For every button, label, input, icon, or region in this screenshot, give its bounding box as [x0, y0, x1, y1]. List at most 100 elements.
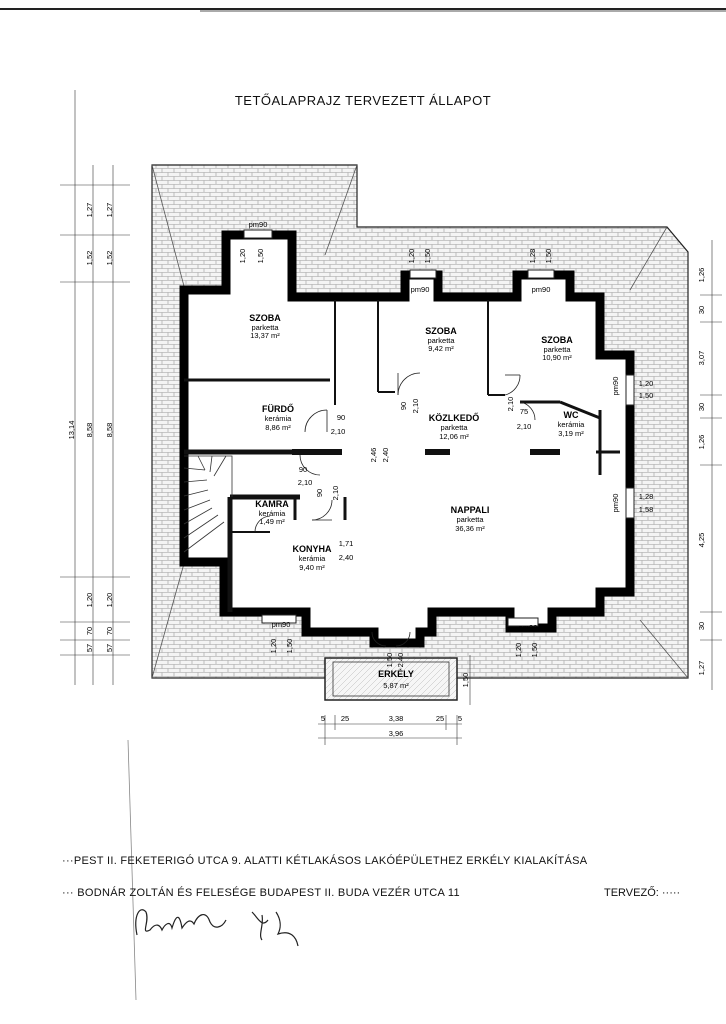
room-name: SZOBA [249, 313, 281, 323]
room-name: KONYHA [292, 544, 332, 554]
window-tag: pm90 [249, 220, 268, 229]
room-name: WC [564, 410, 579, 420]
footer-designer: TERVEZŐ: ····· [604, 887, 681, 899]
room-name: NAPPALI [451, 505, 490, 515]
dim-text: 3,07 [697, 351, 706, 366]
left-dimensions: 1,27 1,27 1,52 1,52 13,14 8,58 8,58 1,20… [67, 203, 114, 652]
window-tag: pm90 [532, 285, 551, 294]
room-wc: WC kerámia 3,19 m² [558, 410, 586, 438]
dim-text: 57 [105, 644, 114, 652]
room-area: 9,42 m² [428, 344, 454, 353]
dim-text: 30 [697, 622, 706, 630]
room-name: SZOBA [541, 335, 573, 345]
door-dims: 90 2,10 90 2,10 2,10 75 2,10 2,46 2,40 9… [298, 397, 532, 668]
window-tag: pm90 [611, 377, 620, 396]
door-dim: 90 [315, 489, 324, 497]
room-area: 36,36 m² [455, 524, 485, 533]
door-dim: 2,40 [381, 448, 390, 463]
footer-project-line: ···PEST II. FEKETERIGÓ UTCA 9. ALATTI KÉ… [62, 855, 588, 867]
room-area: 3,19 m² [558, 429, 584, 438]
dim-text: 1,52 [105, 251, 114, 266]
window-dim: 1,50 [639, 391, 654, 400]
window-dim: 1,20 [238, 249, 247, 264]
dim-text: 1,27 [85, 203, 94, 218]
dim-text: 1,27 [105, 203, 114, 218]
window-dim: 1,20 [514, 643, 523, 658]
room-szoba-2: SZOBA parketta 9,42 m² [425, 326, 457, 353]
footer-client-line: ··· BODNÁR ZOLTÁN ÉS FELESÉGE BUDAPEST I… [62, 887, 460, 899]
window-dim: 1,28 [639, 492, 654, 501]
dim-text: 1,20 [105, 593, 114, 608]
room-name: FÜRDŐ [262, 403, 294, 414]
handwritten-signature [135, 909, 299, 947]
dimension-lines [60, 90, 722, 745]
room-szoba-3: SZOBA parketta 10,90 m² [541, 335, 573, 362]
dim-text: 1,52 [85, 251, 94, 266]
room-name: KÖZLKEDŐ [429, 412, 480, 423]
door-swings [254, 372, 536, 647]
dim-text: 5 [321, 714, 325, 723]
dim-text: 30 [697, 306, 706, 314]
staircase [183, 455, 233, 553]
window-dim: 1,50 [285, 639, 294, 654]
bottom-dimensions: 5 25 3,38 25 5 3,96 1,50 [321, 673, 470, 738]
door-dim: 2,10 [411, 399, 420, 414]
room-area: 13,37 m² [250, 331, 280, 340]
dim-text: 8,58 [85, 423, 94, 438]
interior-walls [184, 300, 620, 612]
window-tag: pm90 [519, 623, 538, 632]
dim-text: 1,26 [697, 268, 706, 283]
dim-text: 70 [85, 627, 94, 635]
page-title: TETŐALAPRAJZ TERVEZETT ÁLLAPOT [234, 93, 492, 108]
room-labels: SZOBA parketta 13,37 m² SZOBA parketta 9… [249, 313, 585, 690]
room-area: 1,49 m² [259, 517, 285, 526]
dim-text: 3,38 [389, 714, 404, 723]
window-tag: pm90 [611, 494, 620, 513]
room-szoba-1: SZOBA parketta 13,37 m² [249, 313, 281, 340]
room-floor: parketta [543, 345, 571, 354]
window-dim: 1,58 [639, 505, 654, 514]
floor-area [179, 230, 635, 648]
room-area: 12,06 m² [439, 432, 469, 441]
room-konyha: KONYHA kerámia 9,40 m² [292, 544, 332, 572]
dim-text: 30 [697, 403, 706, 411]
window-dim: 1,20 [269, 639, 278, 654]
roof-hips [151, 164, 689, 679]
door-dim: 2,10 [331, 427, 346, 436]
window-dim: 1,28 [528, 249, 537, 264]
dim-text: 3,96 [389, 729, 404, 738]
room-area: 9,40 m² [299, 563, 325, 572]
dim-text: 1,50 [461, 673, 470, 688]
window-marks [243, 229, 635, 627]
door-dim: 90 [299, 465, 307, 474]
dim-text: 25 [341, 714, 349, 723]
window-dim: 1,20 [639, 379, 654, 388]
dim-text: 13,14 [67, 421, 76, 440]
door-dim: 2,40 [339, 553, 354, 562]
door-dim: 2,46 [369, 448, 378, 463]
room-area: 5,87 m² [383, 681, 409, 690]
dim-text: 5 [458, 714, 462, 723]
room-name: KAMRA [255, 499, 289, 509]
room-floor: kerámia [558, 420, 586, 429]
room-kozlekedo: KÖZLKEDŐ parketta 12,06 m² [429, 412, 480, 441]
door-dim: 2,10 [298, 478, 313, 487]
door-dim: 90 [399, 402, 408, 410]
door-dim: 1,50 [385, 653, 394, 668]
margin-rule [127, 739, 137, 1001]
room-name: SZOBA [425, 326, 457, 336]
balcony [324, 657, 458, 701]
room-erkely: ERKÉLY 5,87 m² [378, 669, 414, 690]
room-name: ERKÉLY [378, 669, 414, 679]
room-floor: parketta [427, 336, 455, 345]
room-floor: parketta [456, 515, 484, 524]
dim-text: 25 [436, 714, 444, 723]
window-dim: 1,50 [544, 249, 553, 264]
dim-text: 4,25 [697, 533, 706, 548]
window-dim: 1,20 [407, 249, 416, 264]
room-area: 8,86 m² [265, 423, 291, 432]
door-dim: 2,10 [517, 422, 532, 431]
door-dim: 2,10 [331, 486, 340, 501]
door-dim: 1,71 [339, 539, 354, 548]
